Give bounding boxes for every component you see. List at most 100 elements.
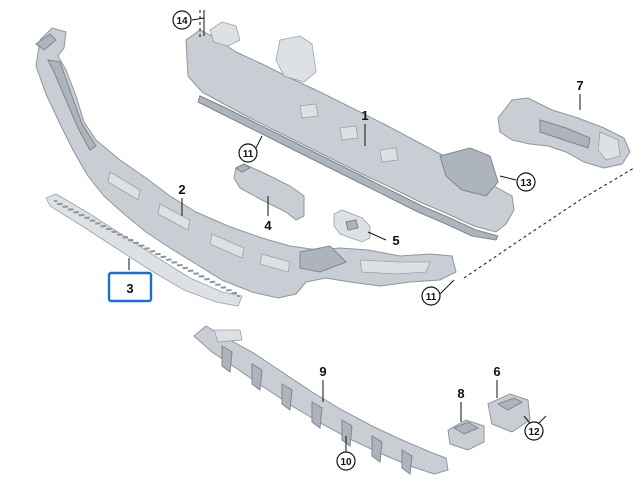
mesh-cell [119,233,123,236]
mesh-cell [89,219,93,222]
mesh-cell [179,264,183,267]
mesh-cell [141,244,145,247]
mesh-cell [198,275,202,278]
mesh-cell [168,258,172,261]
callout-12: 12 [524,421,544,441]
part-4-bracket[interactable] [233,163,305,221]
mesh-pattern [54,200,240,297]
mesh-cell [223,286,227,289]
mesh-cell [92,219,96,222]
mesh-cell [81,213,85,216]
mesh-cell [106,228,110,231]
mesh-cell [100,225,104,228]
mesh-cell [193,272,197,275]
callout-14: 14 [172,10,192,30]
mesh-cell [117,233,120,236]
svg-text:10: 10 [340,457,352,468]
svg-text:11: 11 [426,292,437,303]
mesh-cell [182,267,186,270]
part-3-mesh-grille[interactable] [45,193,243,307]
mesh-cell [204,278,208,281]
mesh-cell [67,208,71,211]
callout-5: 5 [392,233,399,248]
mesh-cell [130,239,134,241]
mesh-cell [171,261,175,264]
mesh-cell [157,253,161,255]
mesh-cell [149,250,153,253]
mesh-cell [152,250,156,253]
mesh-cell [160,256,164,258]
mesh-cell [209,281,213,284]
part-8-clip[interactable] [447,419,485,451]
mesh-cell [195,272,199,275]
part-7-bracket[interactable] [497,97,631,169]
mesh-cell [201,275,205,278]
mesh-cell [111,230,115,233]
mesh-cell [73,211,77,214]
part-9-air-deflector[interactable] [193,325,449,475]
mesh-cell [97,222,101,225]
mesh-cell [127,239,131,242]
mesh-cell [231,292,235,295]
mesh-cell [215,283,219,286]
callout-4: 4 [264,218,272,233]
callout-3-highlight-box [107,271,153,303]
mesh-cell [190,269,194,272]
mesh-cell [212,280,216,283]
mesh-cell [135,241,139,244]
part-6-bracket[interactable] [487,393,531,433]
mesh-cell [234,292,237,294]
callout-2: 2 [178,182,185,197]
mesh-cell [146,247,150,250]
mesh-cell [226,289,230,292]
callout-6: 6 [493,364,500,379]
mesh-cell [228,289,232,292]
part-5-plate[interactable] [333,209,371,243]
mesh-cell [78,214,82,217]
mesh-cell [75,211,79,214]
mesh-cell [144,247,148,250]
mesh-cell [95,222,99,225]
mesh-cell [86,216,90,219]
mesh-cell [184,266,188,269]
mesh-cell [206,278,210,281]
mesh-cell [217,283,221,286]
callout-8: 8 [457,386,464,401]
mesh-cell [70,208,74,211]
svg-text:12: 12 [528,427,540,438]
mesh-cell [237,295,240,297]
mesh-cell [177,264,180,267]
callout-7: 7 [576,78,583,93]
mesh-cell [220,286,224,289]
mesh-cell [155,253,159,256]
mesh-cell [103,225,107,228]
callout-10: 10 [336,451,356,471]
mesh-cell [133,242,137,244]
callout-11-upper: 11 [238,143,258,163]
mesh-cell [62,205,66,208]
callout-1: 1 [361,108,368,123]
svg-text:14: 14 [176,16,188,27]
callout-11-lower: 11 [421,286,441,306]
part-1-cross-beam[interactable] [185,21,515,241]
mesh-cell [84,216,88,219]
mesh-cell [163,255,167,258]
part-2-bumper-bracket[interactable] [35,27,457,299]
mesh-cell [108,227,112,230]
callout-13: 13 [516,172,536,192]
svg-text:13: 13 [520,178,532,189]
mesh-cell [64,205,68,208]
mesh-cell [138,244,142,247]
mesh-cell [122,236,126,239]
svg-text:11: 11 [243,149,254,160]
callout-labels: 1 2 3 4 5 6 7 8 9 10 11 11 12 13 1 [126,10,584,471]
callout-3[interactable]: 3 [126,281,133,296]
mesh-cell [57,203,60,205]
mesh-cell [59,202,63,205]
mesh-cell [124,236,128,239]
callout-9: 9 [319,364,326,379]
mesh-cell [114,230,117,233]
leader-lines [128,10,634,452]
mesh-cell [54,200,57,202]
mesh-cell [174,261,177,264]
